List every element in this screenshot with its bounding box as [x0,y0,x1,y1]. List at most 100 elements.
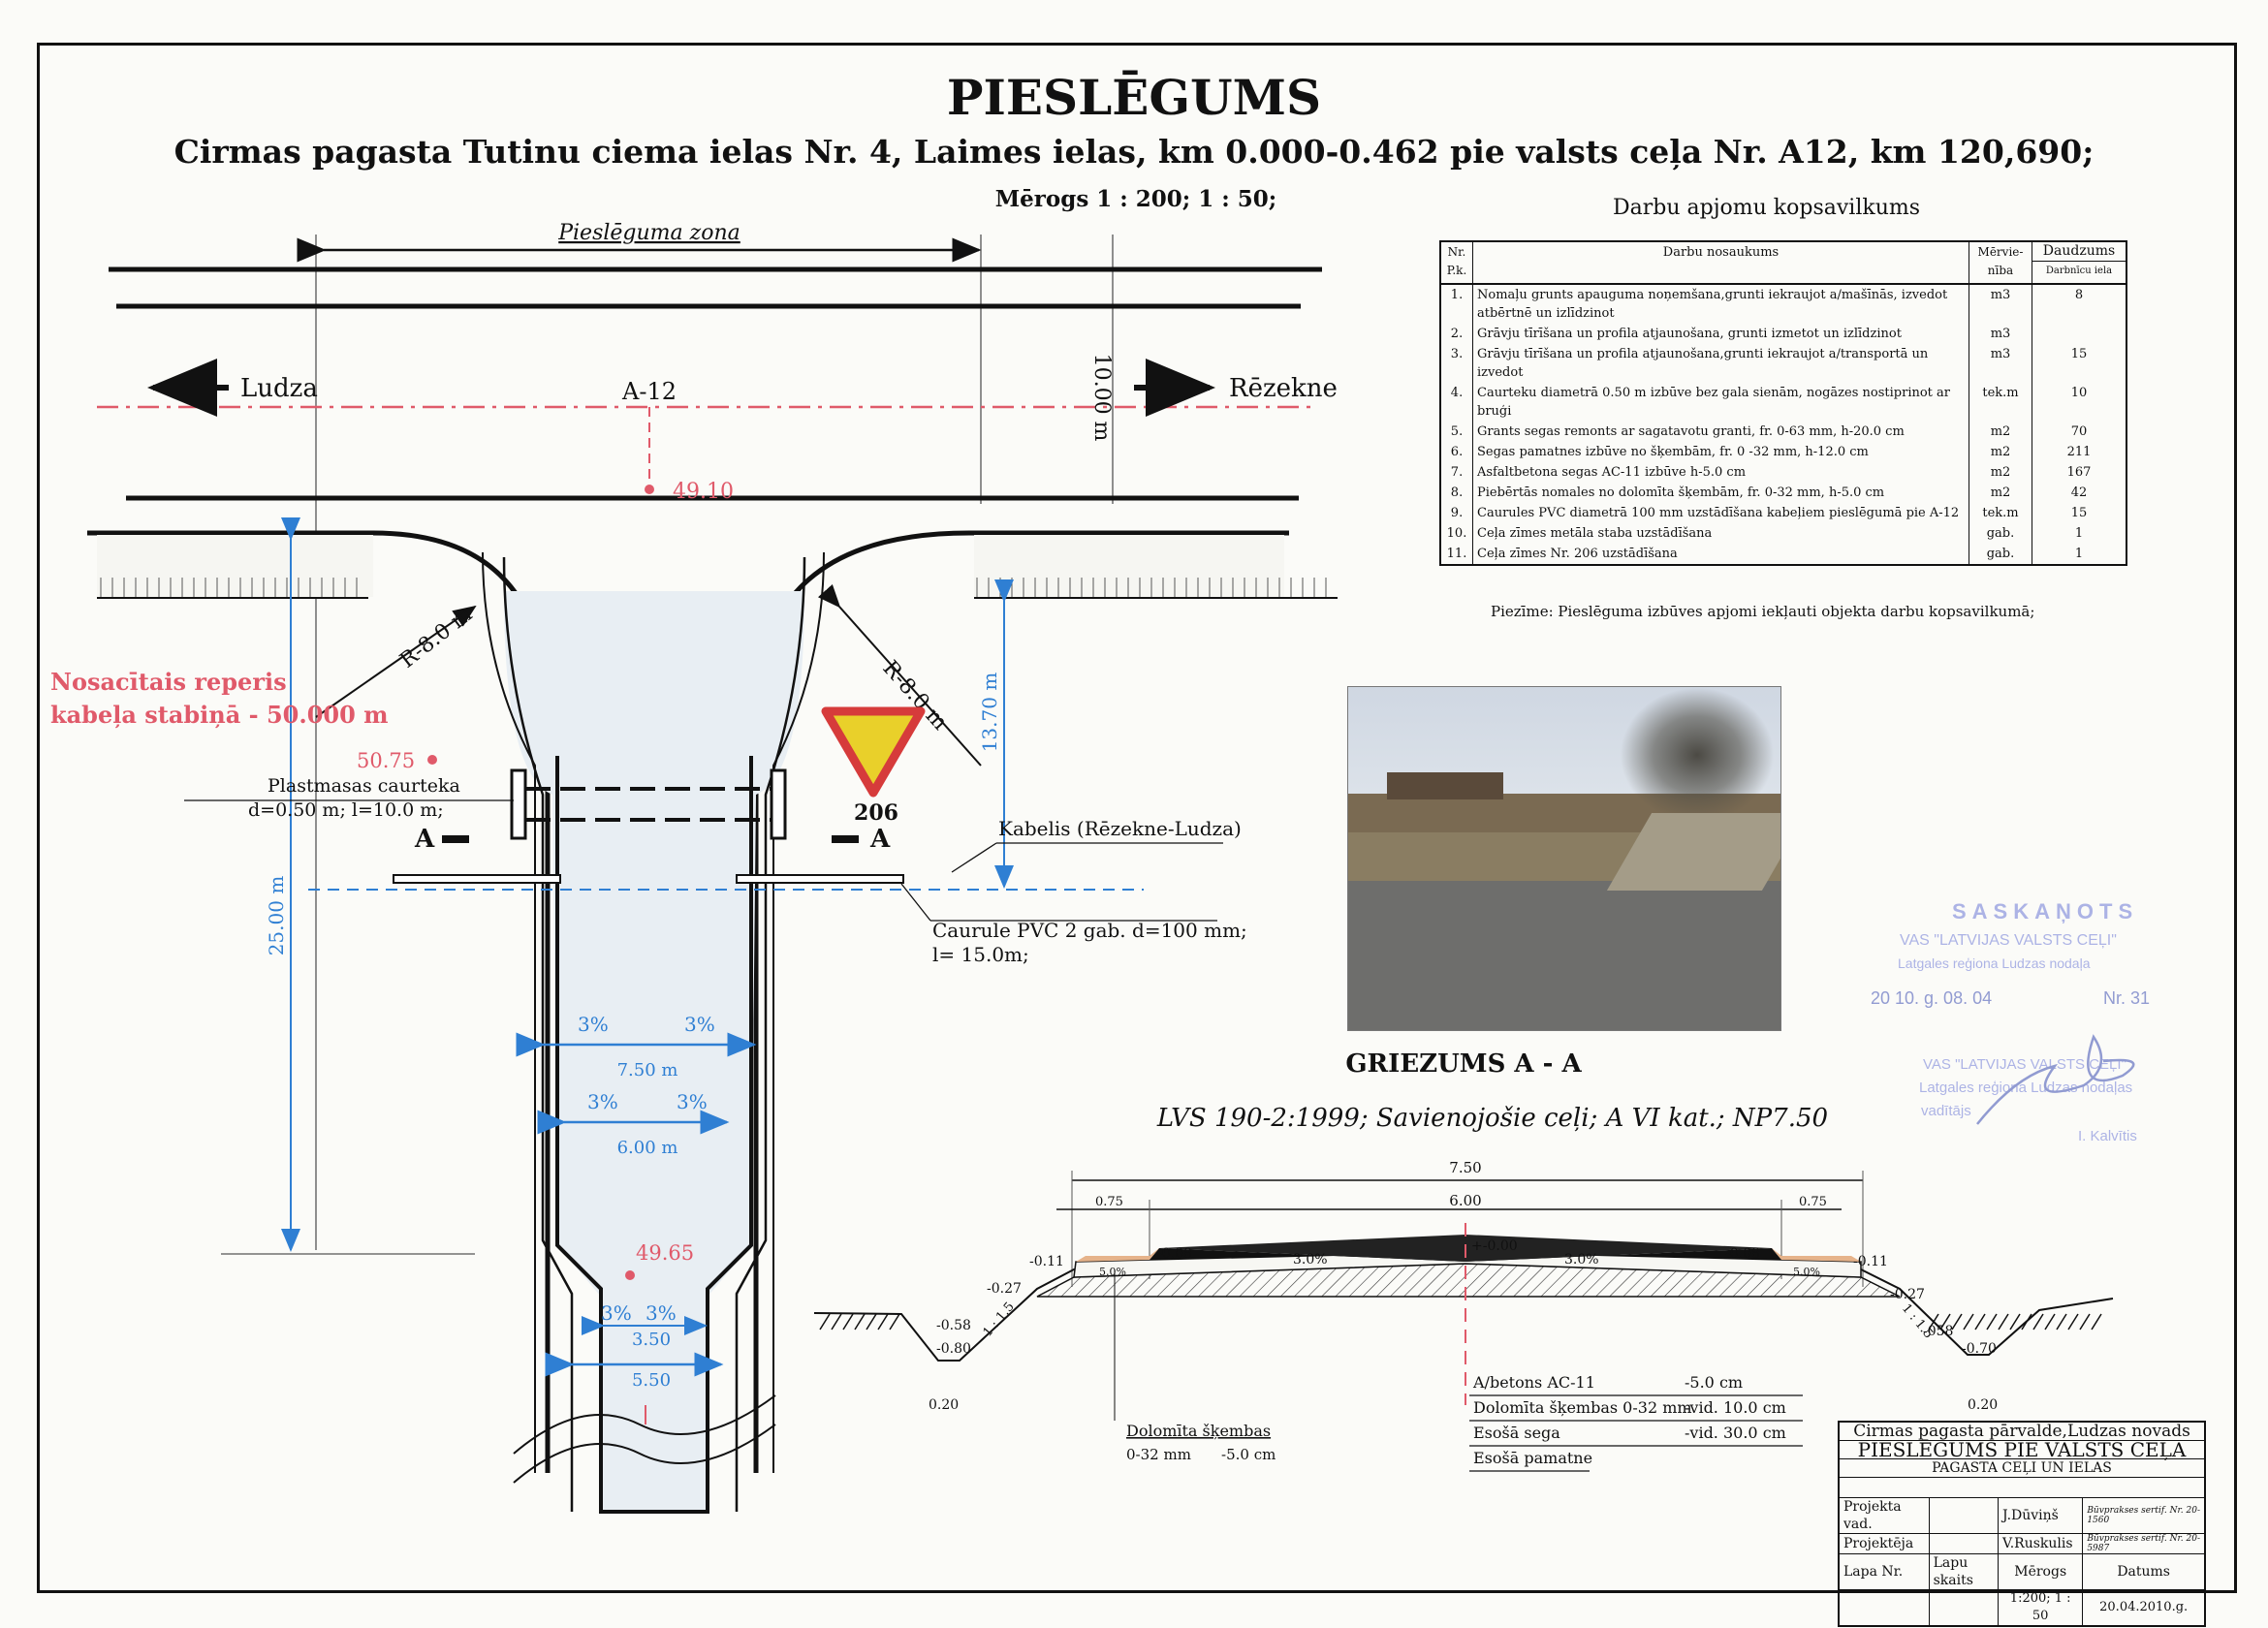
row-name: Nomaļu grunts apauguma noņemšana,grunti … [1472,284,1969,324]
width-350: 3.50 [632,1330,671,1350]
table-row: 5.Grants segas remonts ar sagatavotu gra… [1439,422,2127,442]
row-name: Ceļa zīmes Nr. 206 uzstādīšana [1472,544,1969,565]
culvert-label-2: d=0.50 m; l=10.0 m; [248,799,444,821]
side-slope-l: 1 : 1.5 [981,1299,1018,1340]
table-row: 6.Segas pamatnes izbūve no šķembām, fr. … [1439,442,2127,462]
sec-600: 6.00 [1449,1192,1481,1209]
col-unit: Mērvie- nība [1969,241,2032,285]
row-name: Grāvju tīrīšana un profila atjaunošana, … [1472,324,1969,344]
tb-v-scale: 1:200; 1 : 50 [1998,1589,2084,1627]
dolomite-1: Dolomīta šķembas [1126,1422,1271,1440]
culvert-label-1: Plastmasas caurteka [268,775,460,797]
dir-rezekne: Rēzekne [1229,374,1338,403]
tb-r1-name: J.Dūviņš [1998,1497,2084,1534]
tb-r2-name: V.Ruskulis [1998,1533,2084,1554]
col-name: Darbu nosaukums [1472,241,1969,285]
pipe-label-2: l= 15.0m; [932,943,1029,966]
row-unit: m3 [1969,324,2032,344]
row-nr: 7. [1439,462,1473,483]
sign-number: 206 [854,800,898,826]
plan-view: Pieslēguma zona Ludza Rēzekne A-12 49.10… [50,221,1338,1514]
slope-50-l: 5.0% [1099,1266,1126,1278]
layer-name: Esošā pamatne [1473,1449,1592,1467]
row-name: Piebērtās nomales no dolomīta šķembām, f… [1472,483,1969,503]
row-qty: 10 [2032,383,2127,422]
drawing-frame [37,43,2237,1593]
row-nr: 3. [1439,344,1473,383]
stamp-line7: vadītājs [1921,1103,1971,1119]
drawing-title: PIESLĒGUMS [947,69,1321,126]
side-slope-r: 1 : 1.5 [1899,1301,1936,1342]
e-027l: -0.27 [987,1281,1022,1297]
e-070r: -0.70 [1962,1341,1997,1357]
e-080l: -0.80 [936,1341,971,1357]
row-unit: tek.m [1969,383,2032,422]
zone-label: Pieslēguma zona [557,221,740,245]
road-label: A-12 [621,378,677,405]
e-020r: 0.20 [1968,1397,1998,1413]
tb-r1-label: Projekta vad. [1838,1497,1930,1534]
approval-stamp: SASKAŅOTS VAS "LATVIJAS VALSTS CEĻI" Lat… [1861,892,2229,1144]
sec-750: 7.50 [1449,1159,1481,1176]
elev-5075: 50.75 [357,749,415,772]
layer-name: A/betons AC-11 [1472,1373,1595,1392]
width-750: 7.50 m [617,1060,678,1080]
stamp-line5: VAS "LATVIJAS VALSTS CEĻI" [1923,1056,2126,1073]
e-020l: 0.20 [929,1397,959,1413]
summary-heading: Darbu apjomu kopsavilkums [1613,196,1921,220]
e-058l: -0.58 [936,1318,971,1333]
summary-note: Piezīme: Pieslēguma izbūves apjomi iekļa… [1491,603,2035,620]
tb-r1-cert: Būvprakses sertif. Nr. 20-1560 [2082,1497,2206,1534]
row-unit: m2 [1969,442,2032,462]
row-unit: gab. [1969,544,2032,565]
tb-r2-cert: Būvprakses sertif. Nr. 20-5987 [2082,1533,2206,1554]
row-qty: 1 [2032,544,2127,565]
table-row: 8.Piebērtās nomales no dolomīta šķembām,… [1439,483,2127,503]
works-table: Nr. P.k. Darbu nosaukums Mērvie- nība Da… [1439,240,2127,566]
elev-4965: 49.65 [636,1241,694,1265]
title-block: Cirmas pagasta pārvalde,Ludzas novads PI… [1838,1421,2206,1627]
row-qty: 8 [2032,284,2127,324]
pipe-label-1: Caurule PVC 2 gab. d=100 mm; [932,919,1247,942]
e-011r: -0.11 [1853,1254,1888,1269]
row-nr: 11. [1439,544,1473,565]
row-name: Grants segas remonts ar sagatavotu grant… [1472,422,1969,442]
row-qty: 42 [2032,483,2127,503]
col-qty-sub: Darbnīcu iela [2045,266,2113,276]
stamp-line1: SASKAŅOTS [1952,899,2139,924]
row-name: Caurules PVC diametrā 100 mm uzstādīšana… [1472,503,1969,523]
sec-075-l: 0.75 [1095,1195,1123,1209]
row-name: Ceļa zīmes metāla staba uzstādīšana [1472,523,1969,544]
width-600: 6.00 m [617,1138,678,1158]
row-unit: m2 [1969,483,2032,503]
scale-label: Mērogs 1 : 200; 1 : 50; [995,186,1277,212]
slope-f: 3% [646,1301,677,1325]
section-mark-right: A [869,825,891,854]
dolomite-3: -5.0 cm [1221,1446,1276,1463]
dir-ludza: Ludza [240,374,318,403]
slope-d: 3% [677,1090,708,1113]
row-name: Segas pamatnes izbūve no šķembām, fr. 0 … [1472,442,1969,462]
row-name: Caurteku diametrā 0.50 m izbūve bez gala… [1472,383,1969,422]
row-name: Grāvju tīrīšana un profila atjaunošana,g… [1472,344,1969,383]
layer-name: Dolomīta šķembas 0-32 mm [1473,1398,1692,1417]
row-qty: 211 [2032,442,2127,462]
row-unit: m3 [1969,344,2032,383]
col-nr: Nr. P.k. [1439,241,1473,285]
e-000: +-0.00 [1471,1238,1518,1254]
layer-thickness: -vid. 10.0 cm [1685,1398,1786,1417]
e-027r: -0.27 [1890,1287,1925,1302]
table-row: 4.Caurteku diametrā 0.50 m izbūve bez ga… [1439,383,2127,422]
table-row: 3.Grāvju tīrīšana un profila atjaunošana… [1439,344,2127,383]
radius-left: R-8.0 m [395,602,477,673]
tb-h-sheets: Lapu skaits [1928,1553,2000,1590]
tb-name: PIESLĒGUMS PIE VALSTS CEĻA [1838,1440,2206,1459]
cable-label: Kabelis (Rēzekne-Ludza) [998,817,1242,840]
row-nr: 5. [1439,422,1473,442]
col-qty: Daudzums Darbnīcu iela [2032,241,2127,285]
slope-30-r: 3.0% [1564,1252,1599,1268]
tb-v-date: 20.04.2010.g. [2082,1589,2206,1627]
